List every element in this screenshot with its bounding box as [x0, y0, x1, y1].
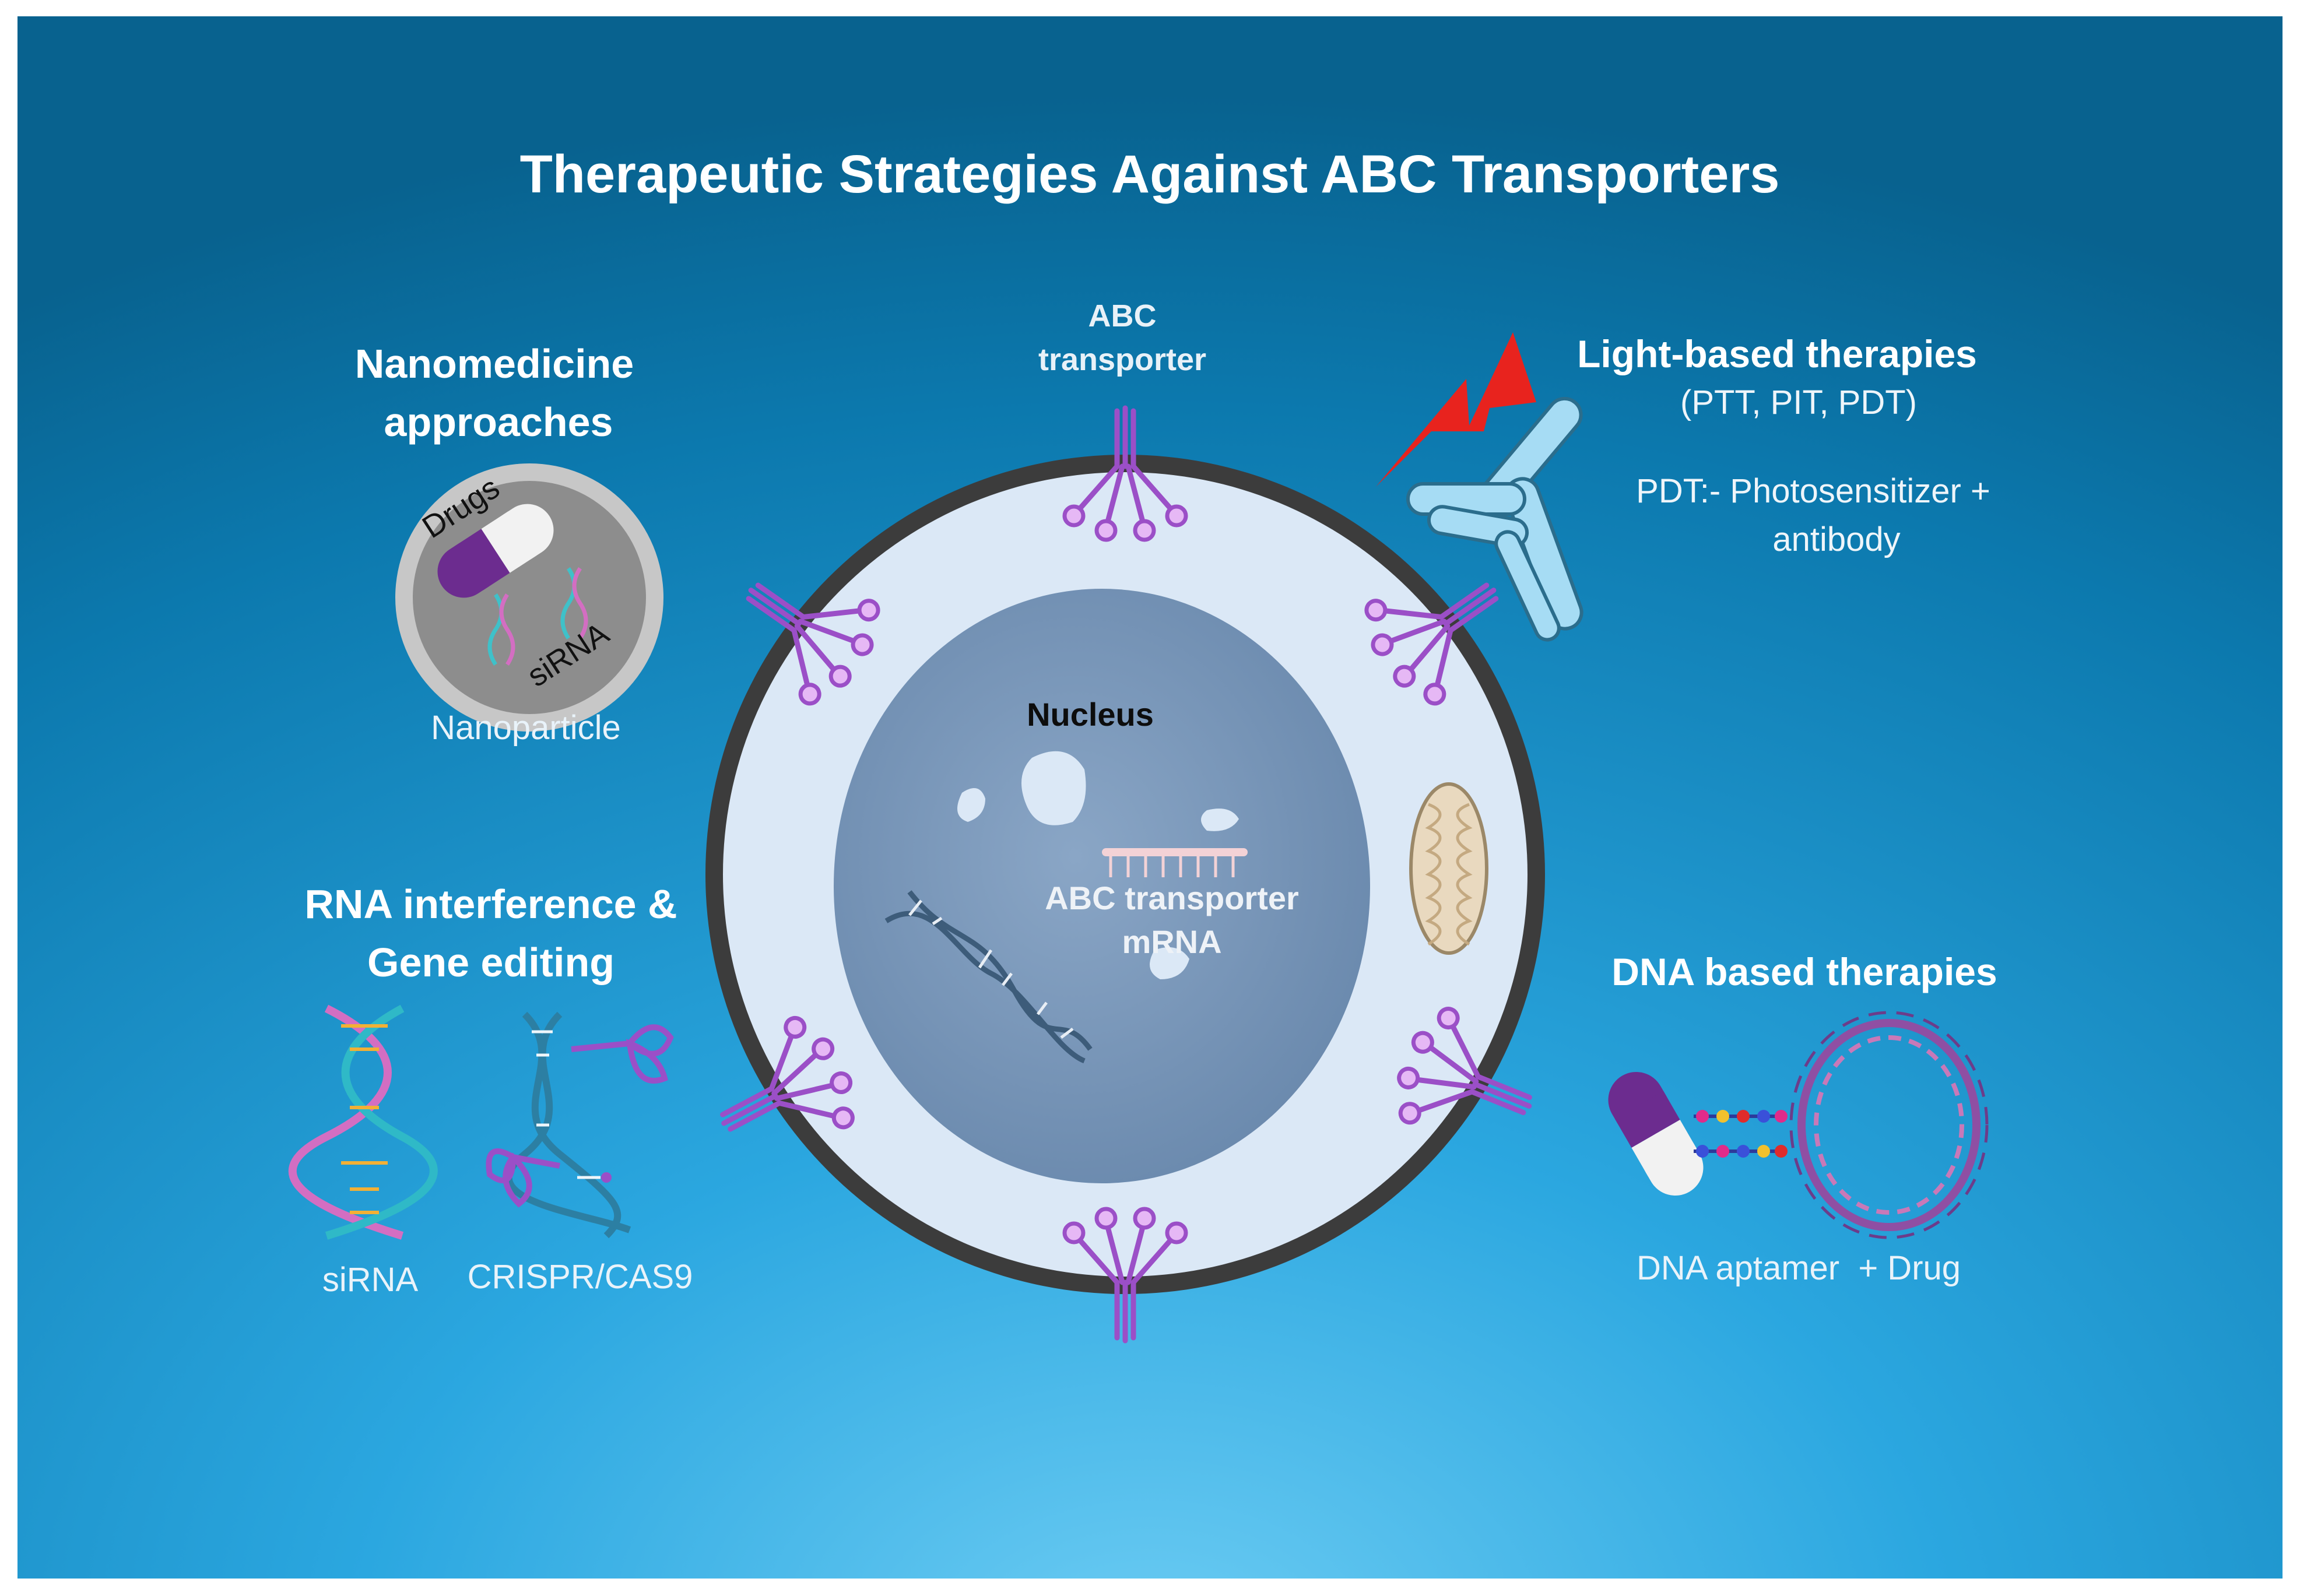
mrna-label-line1: ABC transporter: [1045, 880, 1299, 916]
rnai-panel: RNA interference & Gene editing: [289, 881, 693, 1299]
nanomedicine-heading-line2: approaches: [384, 399, 613, 445]
nucleus-label: Nucleus: [1027, 696, 1154, 733]
nanoparticle-caption: Nanoparticle: [431, 709, 621, 747]
drug-capsule-icon: [1608, 1071, 1704, 1196]
nucleolus: [1150, 947, 1189, 979]
nanomedicine-panel: Nanomedicine approaches Drugs siRNA Nano: [355, 341, 663, 747]
nanomedicine-heading-line1: Nanomedicine: [355, 341, 634, 386]
aptamer-linker: [1694, 1110, 1788, 1158]
nucleolus: [1021, 751, 1086, 825]
rnai-heading-line1: RNA interference &: [304, 881, 677, 927]
light-subheading: (PTT, PIT, PDT): [1680, 384, 1917, 421]
crispr-caption: CRISPR/CAS9: [468, 1258, 693, 1296]
mrna-strand: [1102, 848, 1248, 877]
transporter-label-line1: ABC: [1088, 298, 1157, 333]
light-note-line1: PDT:- Photosensitizer +: [1636, 472, 1990, 510]
transporter-label-line2: transporter: [1038, 342, 1206, 377]
nanoparticle-icon: Drugs siRNA: [395, 463, 663, 732]
dna-helix-nucleus: [884, 890, 1093, 1064]
light-note-line2: antibody: [1772, 521, 1900, 558]
lightning-icon: [1376, 332, 1536, 487]
mrna-label-line2: mRNA: [1122, 923, 1221, 960]
cell: Nucleus ABC transporter mRNA ABC trans: [696, 298, 1552, 1341]
light-panel: Light-based therapies (PTT, PIT, PDT) PD…: [1376, 332, 1990, 642]
light-heading: Light-based therapies: [1577, 332, 1977, 375]
page-title: Therapeutic Strategies Against ABC Trans…: [520, 145, 1780, 204]
rnai-heading-line2: Gene editing: [367, 940, 614, 985]
dna-heading: DNA based therapies: [1611, 950, 1997, 993]
crispr-icon: [486, 1011, 674, 1239]
sirna-helix-icon: [289, 1004, 438, 1240]
mitochondrion: [1409, 782, 1488, 955]
dna-caption: DNA aptamer + Drug: [1637, 1249, 1961, 1287]
nucleus: [834, 589, 1370, 1183]
nucleolus: [1201, 808, 1239, 831]
antibody-icon: [1406, 396, 1583, 642]
dna-panel: DNA based therapies: [1608, 950, 1997, 1287]
sirna-caption: siRNA: [322, 1261, 419, 1299]
nucleolus: [957, 788, 985, 822]
dna-aptamer-icon: [1789, 1011, 1989, 1239]
